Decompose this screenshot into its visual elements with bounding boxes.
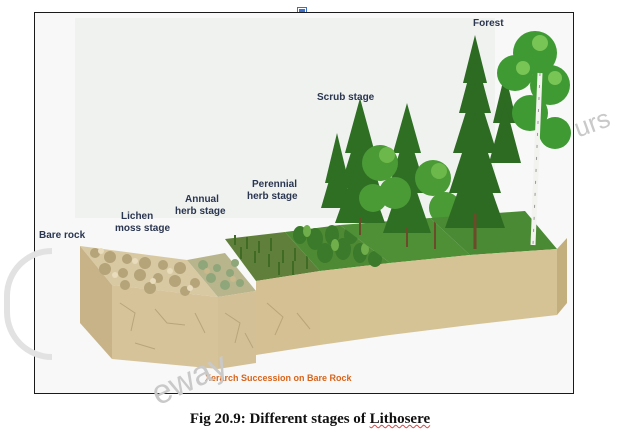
succession-illustration: Bare rock Lichen moss stage Annual herb …: [35, 13, 573, 393]
block-lichen-moss: [187, 253, 256, 369]
caption-term: Lithosere: [369, 411, 431, 427]
watermark-logo: [4, 248, 52, 360]
label-annual-line1: Annual: [185, 194, 219, 205]
block-bare-rock: [80, 246, 218, 369]
block-scrub: [321, 98, 470, 335]
label-perennial-line1: Perennial: [252, 179, 297, 190]
caption-prefix: Fig 20.9: Different stages of: [189, 411, 370, 427]
label-scrub: Scrub stage: [317, 92, 375, 103]
label-bare-rock: Bare rock: [39, 230, 86, 241]
figure-caption: Fig 20.9: Different stages of Lithosere: [0, 411, 620, 428]
label-annual-line2: herb stage: [175, 206, 226, 217]
label-lichen-line2: moss stage: [115, 223, 170, 234]
block-perennial-herb: [285, 225, 390, 345]
label-lichen-line1: Lichen: [121, 211, 153, 222]
label-perennial-line2: herb stage: [247, 191, 298, 202]
watermark-right: urs: [569, 102, 614, 144]
block-annual-herb: [225, 232, 320, 355]
block-forest: [430, 31, 571, 325]
label-forest: Forest: [473, 18, 504, 29]
lithosere-figure: Bare rock Lichen moss stage Annual herb …: [34, 12, 574, 394]
inner-caption: Xerarch Succession on Bare Rock: [205, 373, 353, 383]
